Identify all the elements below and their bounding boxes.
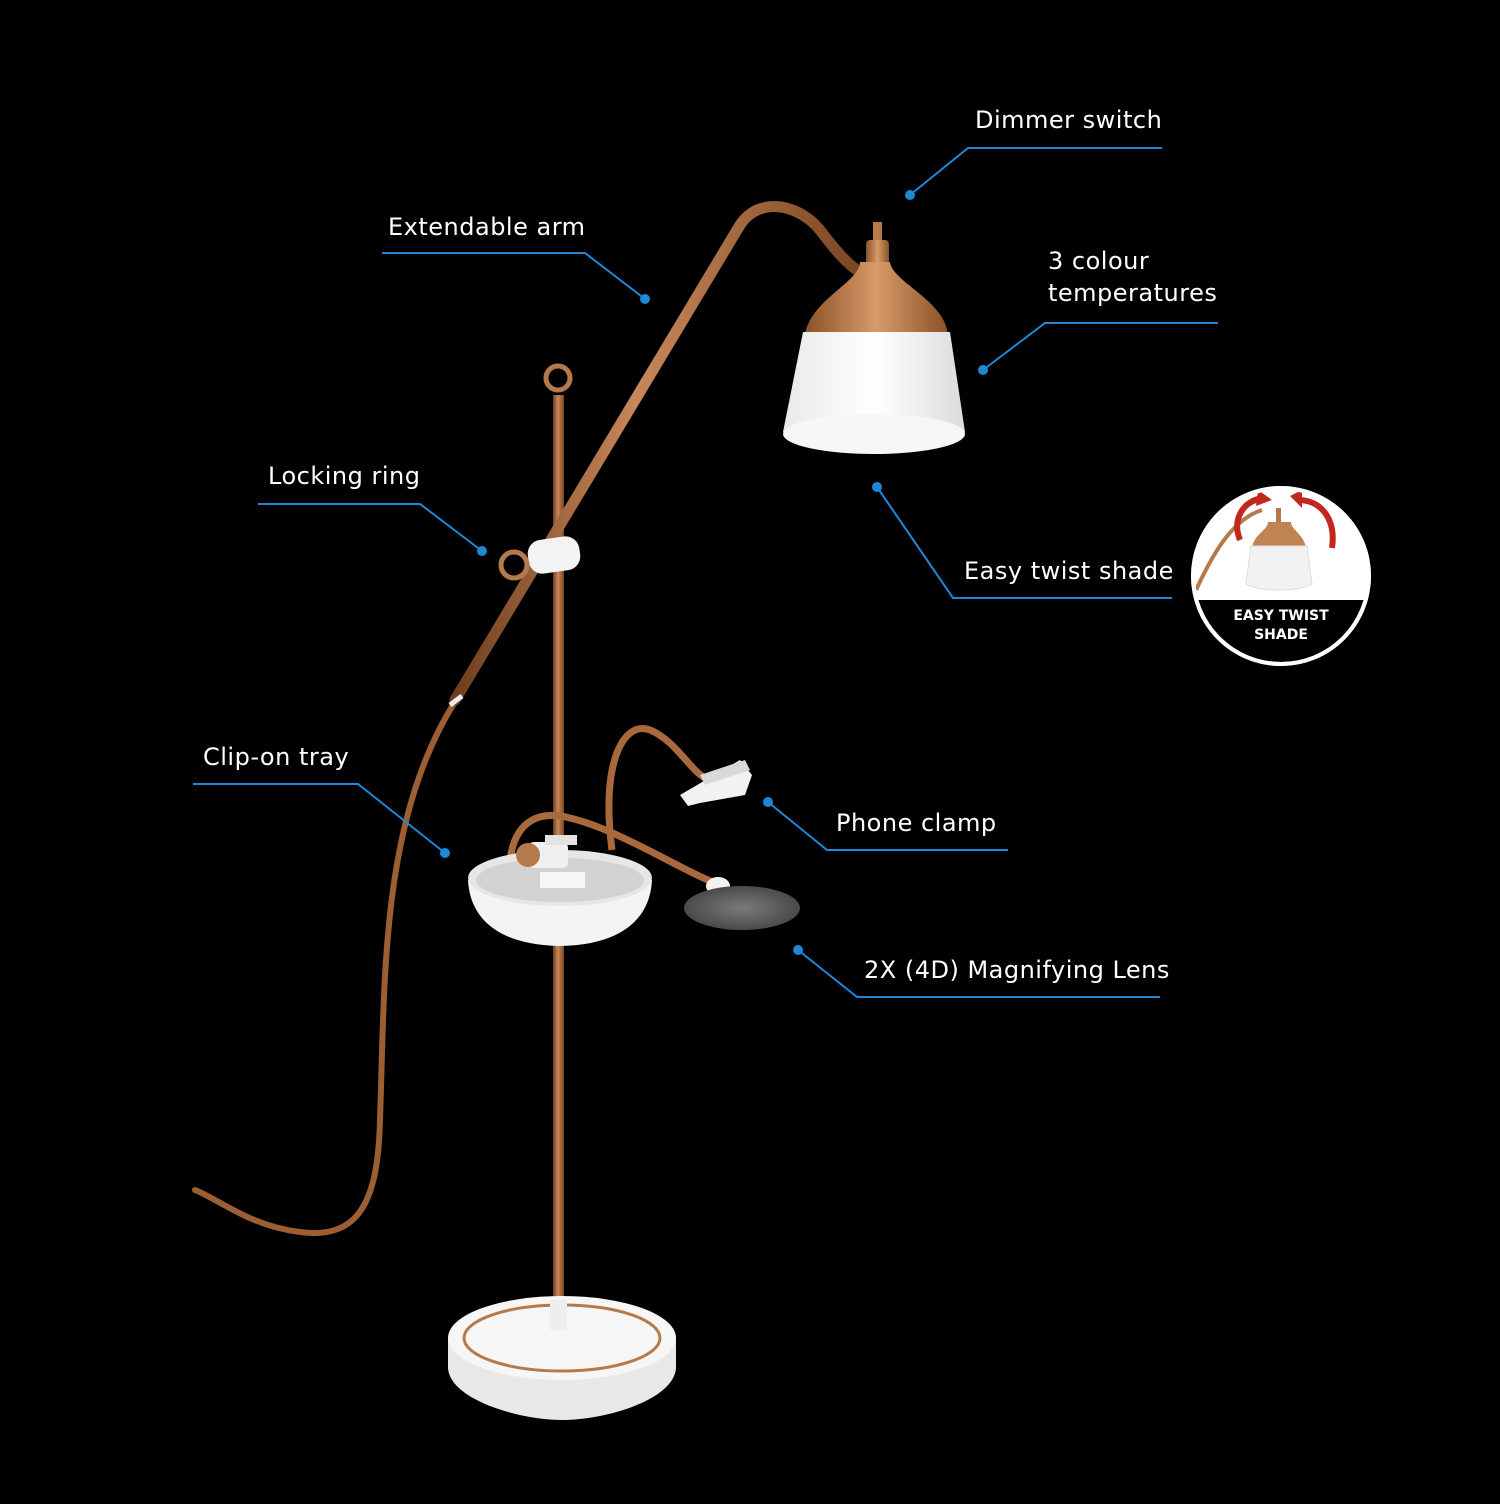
magnifier-neck — [506, 811, 722, 889]
phone-clamp — [680, 760, 752, 806]
label-dimmer-switch: Dimmer switch — [975, 106, 1163, 134]
label-clip-on-tray: Clip-on tray — [203, 743, 350, 771]
label-easy-twist-shade: Easy twist shade — [964, 557, 1174, 585]
lamp-base — [448, 1296, 676, 1420]
easy-twist-badge — [1191, 486, 1371, 666]
badge-text-line2: SHADE — [1254, 627, 1308, 643]
phone-clamp-neck — [605, 725, 707, 851]
arm-joint — [448, 694, 464, 707]
leader-magnifying-lens — [797, 949, 1160, 998]
leader-clip-on-tray — [193, 783, 446, 854]
leader-phone-clamp — [767, 801, 1008, 851]
leader-colour-temperatures — [982, 322, 1218, 371]
extendable-arm — [449, 201, 866, 706]
leader-extendable-arm — [382, 252, 646, 300]
leader-dots — [440, 190, 988, 955]
badge-text-line1: EASY TWIST — [1233, 608, 1329, 624]
locking-ring — [498, 536, 581, 581]
leader-locking-ring — [258, 503, 483, 552]
leader-easy-twist-shade — [876, 486, 1172, 599]
label-locking-ring: Locking ring — [268, 462, 421, 490]
label-phone-clamp: Phone clamp — [836, 809, 997, 837]
label-magnifying-lens: 2X (4D) Magnifying Lens — [864, 956, 1170, 984]
magnifying-lens — [684, 886, 800, 930]
pole-top-ring — [543, 363, 573, 393]
power-cable — [192, 697, 459, 1236]
badge-rim — [1191, 486, 1371, 666]
leader-lines — [193, 147, 1218, 998]
lamp-head — [783, 222, 965, 454]
label-colour-temperatures-line2: temperatures — [1048, 279, 1218, 307]
clip-on-tray — [468, 835, 652, 946]
leader-dimmer-switch — [909, 147, 1162, 196]
label-colour-temperatures-line1: 3 colour — [1048, 247, 1150, 275]
label-extendable-arm: Extendable arm — [388, 213, 586, 241]
